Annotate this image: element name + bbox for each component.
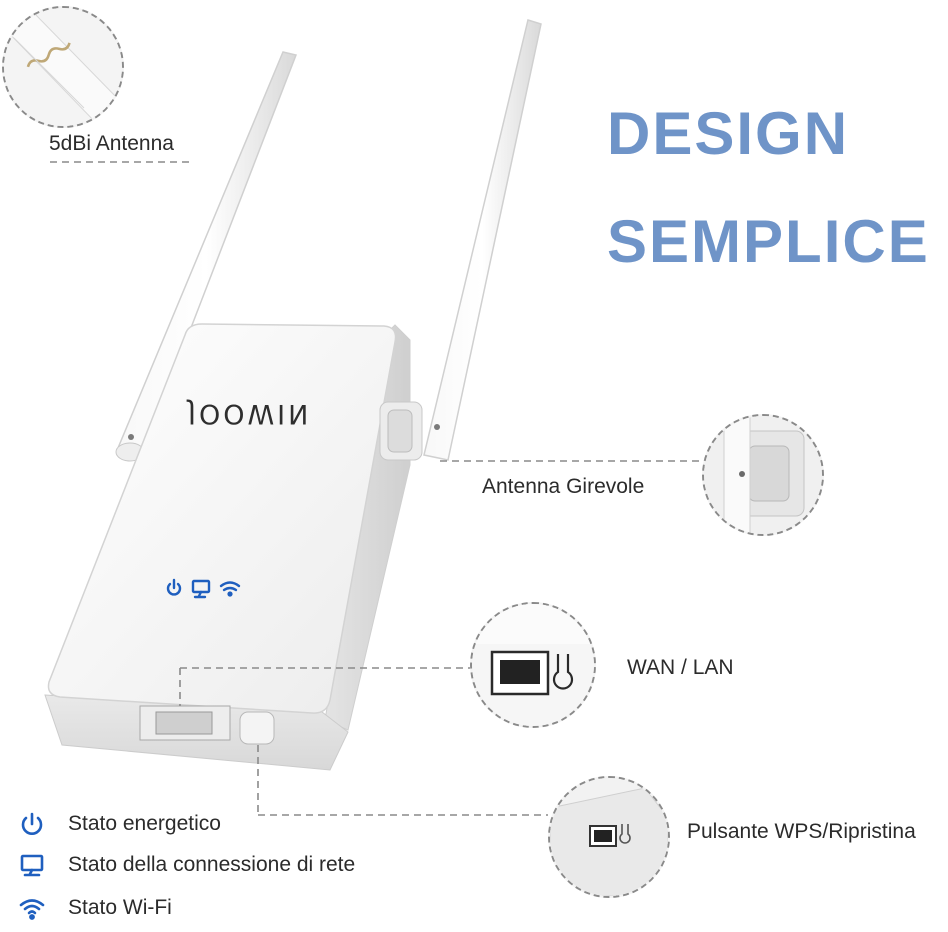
- legend-label-wifi: Stato Wi-Fi: [68, 896, 172, 919]
- wifi-icon: [18, 894, 46, 922]
- callout-swivel: Antenna Girevole: [482, 475, 645, 498]
- right-antenna: [423, 19, 542, 461]
- legend-label-power: Stato energetico: [68, 812, 221, 835]
- legend-power: Stato energetico: [18, 810, 221, 838]
- leader-lines: [50, 161, 700, 816]
- antenna-detail-circle: [2, 6, 124, 128]
- legend-network: Stato della connessione di rete: [18, 851, 355, 879]
- brand-logo: JOOWIN: [188, 398, 311, 429]
- legend-label-network: Stato della connessione di rete: [68, 853, 356, 876]
- legend-wifi: Stato Wi-Fi: [18, 894, 172, 922]
- headline-line2: SEMPLICE: [607, 208, 930, 275]
- device-led-icons: [166, 578, 241, 599]
- callout-button: Pulsante WPS/Ripristina: [687, 820, 916, 843]
- brand-logo-text: JOOWIN: [188, 398, 312, 429]
- headline-line1: DESIGN: [607, 100, 850, 167]
- callout-antenna: 5dBi Antenna: [49, 132, 174, 155]
- callout-port: WAN / LAN: [627, 656, 734, 679]
- button-detail-circle: [548, 776, 670, 898]
- left-antenna: [115, 51, 298, 462]
- network-icon: [18, 851, 46, 879]
- extender-body: [44, 323, 423, 771]
- port-detail-circle: [470, 602, 596, 728]
- swivel-detail-circle: [702, 414, 824, 536]
- power-icon: [18, 810, 46, 838]
